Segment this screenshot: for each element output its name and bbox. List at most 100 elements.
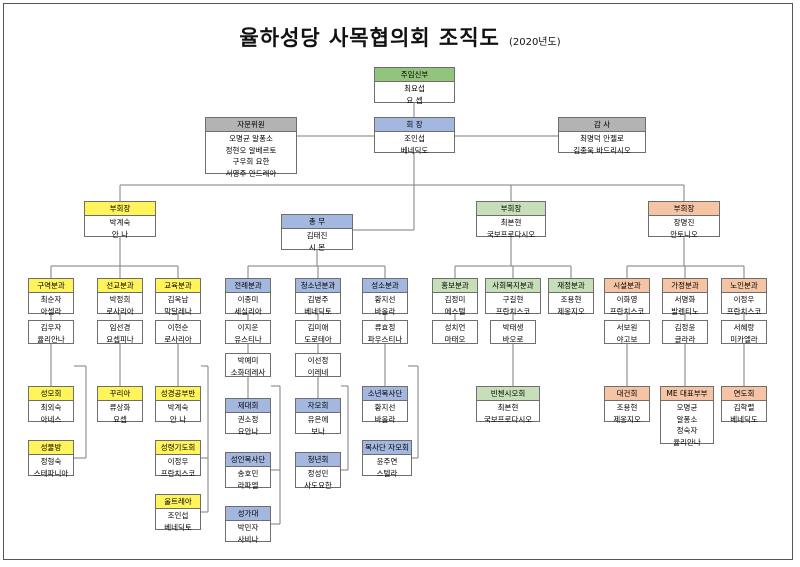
box-line: 정형숙 [40,457,62,466]
box-line: 구우회 요한 [232,157,270,166]
box-line: 박계숙 [109,218,131,227]
box-line: 최명덕 안젤로 [580,134,624,143]
box-header: 빈첸시오회 [477,387,539,401]
box-header: 가정분과 [663,279,707,293]
box-line: 도로테아 [304,334,332,344]
box-line: 서명화 [674,295,696,304]
box-line: 박예미 [237,356,259,365]
box-line: 김정미 [444,295,466,304]
box-line: 에스텔 [444,306,466,316]
box-line: 김정윤 [674,323,696,332]
box-line: 박태생 [502,323,524,332]
box-line: 윤주연 [376,457,398,466]
box-line: 바오로 [502,334,524,344]
box-line: 송호민 [237,469,259,478]
box-header: 감 사 [559,118,645,132]
box-line: 사비나 [237,534,259,544]
box-line: 장명진 [673,218,695,227]
box-line: 최본현 [497,403,519,412]
box-header: 성소분과 [363,279,407,293]
box-header: 연도회 [722,387,766,401]
box-line: 이선정 [307,356,329,365]
box-line: 국보프로다시오 [486,229,536,239]
box-header: 소년복사단 [363,387,407,401]
box-line: 황지선 [374,295,396,304]
box-line: 조용현 [560,295,582,304]
box-line: 바올라 [374,414,396,424]
box-line: 베네딕토 [304,306,332,316]
box-line: 성치언 [444,323,466,332]
box-header: 울트레아 [156,495,200,509]
box-line: 글라라 [674,334,696,344]
box-line: 아셀라 [40,306,62,316]
box-header: ME 대표부부 [661,387,713,401]
box-header: 성모회 [29,387,73,401]
box-line: 박계숙 [167,403,189,412]
box-line: 김학렬 [733,403,755,412]
box-line: 프란치스코 [160,468,196,478]
box-line: 마태오 [444,334,466,344]
box-line: 최요섭 [404,84,425,93]
box-header: 성령기도회 [156,441,200,455]
title-year: (2020년도) [508,37,561,48]
box-line: 김미애 [307,323,329,332]
box-header: 성물방 [29,441,73,455]
chart-frame [3,3,793,560]
box-line: 임선경 [109,323,131,332]
box-line: 이종미 [237,295,259,304]
box-header: 청소년분과 [296,279,340,293]
box-line: 베네딕토 [164,522,192,532]
box-line: 이화영 [616,295,638,304]
box-line: 최순자 [40,295,62,304]
box-line: 유스티나 [234,334,262,344]
box-line: 정숙자 [676,426,698,435]
box-line: 베네딕도 [730,414,758,424]
box-header: 회 장 [375,118,454,132]
box-line: 김병주 [307,295,329,304]
box-line: 스테파니아 [33,468,69,478]
box-line: 요셉피나 [106,334,134,344]
box-header: 제대회 [226,399,270,413]
box-header: 교육분과 [156,279,200,293]
box-line: 라파엘 [237,480,259,490]
box-line: 이현순 [167,323,189,332]
box-line: 야고보 [616,334,638,344]
